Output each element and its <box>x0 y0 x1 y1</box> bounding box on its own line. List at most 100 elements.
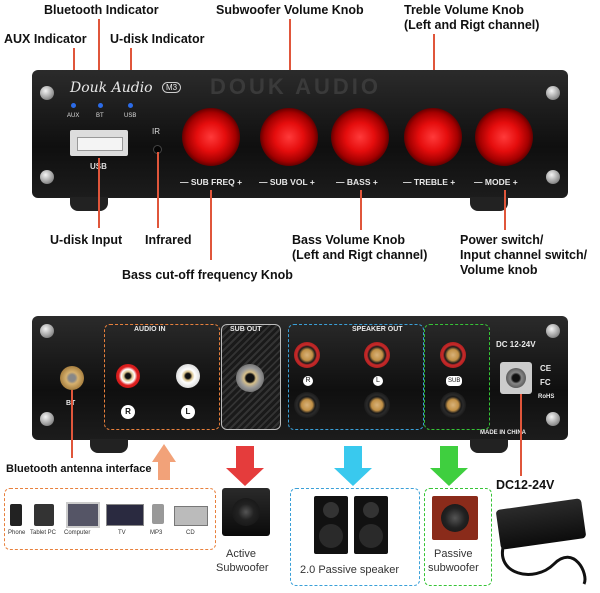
mp3-icon <box>152 504 164 524</box>
rca-input-left[interactable] <box>176 364 200 388</box>
led-label-bt: BT <box>96 113 104 119</box>
bass-volume-knob-label: Bass Volume Knob <box>292 233 405 247</box>
active-subwoofer-label-1: Active <box>226 548 256 560</box>
speaker-post-r-positive[interactable] <box>294 342 320 368</box>
audio-in-box <box>104 324 220 430</box>
passive-subwoofer-image <box>432 496 478 540</box>
passive-subwoofer-label-2: subwoofer <box>428 562 479 574</box>
source-computer-label: Computer <box>64 530 91 536</box>
leader-line <box>289 19 291 114</box>
ir-label: IR <box>152 127 160 136</box>
source-tablet-label: Tablet PC <box>30 530 57 536</box>
tv-icon <box>106 504 144 526</box>
sub-out-jack[interactable] <box>236 364 264 392</box>
speaker-out-box <box>288 324 424 430</box>
speaker-post-sub-negative[interactable] <box>440 392 466 418</box>
leader-line <box>71 390 73 458</box>
usb-port[interactable] <box>70 130 128 156</box>
knob-label-bass: — BASS + <box>336 177 378 187</box>
screw-icon <box>546 170 560 184</box>
down-arrow-icon <box>334 446 372 486</box>
down-arrow-icon <box>430 446 468 486</box>
treble-knob[interactable] <box>404 108 462 166</box>
sources-box <box>4 488 216 550</box>
sub-vol-knob[interactable] <box>260 108 318 166</box>
passive-speaker-box <box>290 488 420 586</box>
dc-power-jack[interactable] <box>500 362 532 394</box>
passive-subwoofer-label-1: Passive <box>434 548 473 560</box>
power-switch-label-3: Volume knob <box>460 263 538 277</box>
fcc-mark: FC <box>540 378 551 387</box>
ce-mark: CE <box>540 364 552 373</box>
power-cable-icon <box>500 543 587 585</box>
bt-antenna-label: Bluetooth antenna interface <box>6 463 152 475</box>
screw-icon <box>40 324 54 338</box>
udisk-input-label: U-disk Input <box>50 233 123 247</box>
dc-symbol-label: DC 12-24V <box>496 340 536 349</box>
screw-icon <box>40 86 54 100</box>
screw-icon <box>546 412 560 426</box>
leader-line <box>210 190 212 260</box>
bt-connector-label: BT <box>66 400 75 407</box>
phone-icon <box>10 504 22 526</box>
speaker-post-l-negative[interactable] <box>364 392 390 418</box>
aux-led-icon <box>71 103 76 108</box>
knob-label-treble: — TREBLE + <box>403 177 456 187</box>
audio-in-label: AUDIO IN <box>134 326 166 333</box>
passive-speaker-left-image <box>314 496 348 554</box>
usb-led-icon <box>128 103 133 108</box>
udisk-indicator-label: U-disk Indicator <box>110 32 205 46</box>
speaker-post-l-positive[interactable] <box>364 342 390 368</box>
sub-speaker-out-box <box>424 324 490 430</box>
made-in-label: MADE IN CHINA <box>480 430 526 436</box>
led-label-aux: AUX <box>67 113 80 119</box>
leader-line <box>360 190 362 230</box>
bluetooth-indicator-label: Bluetooth Indicator <box>44 3 159 17</box>
dc-label: DC12-24V <box>496 478 555 492</box>
source-tv-label: TV <box>118 530 126 536</box>
knob-label-sub-vol: — SUB VOL + <box>259 177 315 187</box>
screw-icon <box>40 412 54 426</box>
bt-led-icon <box>98 103 103 108</box>
infrared-label: Infrared <box>145 233 192 247</box>
cd-player-icon <box>174 506 208 526</box>
led-label-usb: USB <box>124 113 137 119</box>
leader-line <box>98 158 100 228</box>
screw-icon <box>40 170 54 184</box>
speaker-out-label: SPEAKER OUT <box>352 326 403 333</box>
bass-cutoff-knob-label: Bass cut-off frequency Knob <box>122 268 293 282</box>
down-arrow-icon <box>226 446 264 486</box>
passive-speaker-label: 2.0 Passive speaker <box>300 564 400 576</box>
tablet-icon <box>34 504 54 526</box>
passive-subwoofer-box <box>424 488 492 586</box>
bt-antenna-connector[interactable] <box>60 366 84 390</box>
source-cd-label: CD <box>186 530 195 536</box>
speaker-post-sub-positive[interactable] <box>440 342 466 368</box>
computer-icon <box>66 502 100 528</box>
leader-line <box>504 190 506 230</box>
subwoofer-volume-knob-label: Subwoofer Volume Knob <box>216 3 364 17</box>
knob-label-mode: — MODE + <box>474 177 518 187</box>
speaker-post-r-negative[interactable] <box>294 392 320 418</box>
power-switch-label-2: Input channel switch/ <box>460 248 588 262</box>
mode-knob[interactable] <box>475 108 533 166</box>
screw-icon <box>546 86 560 100</box>
up-arrow-icon <box>152 444 176 480</box>
watermark: DOUK AUDIO <box>210 74 381 99</box>
treble-volume-knob-sublabel: (Left and Rigt channel) <box>404 18 540 32</box>
sub-freq-knob[interactable] <box>182 108 240 166</box>
screw-icon <box>546 324 560 338</box>
knob-label-sub-freq: — SUB FREQ + <box>180 177 243 187</box>
leader-line <box>157 152 159 228</box>
sub-out-label: SUB OUT <box>230 326 262 333</box>
brand-logo: Douk Audio <box>70 80 153 96</box>
treble-volume-knob-label: Treble Volume Knob <box>404 3 524 17</box>
foot <box>470 197 508 211</box>
rca-input-right[interactable] <box>116 364 140 388</box>
bass-volume-knob-sublabel: (Left and Rigt channel) <box>292 248 428 262</box>
active-subwoofer-image <box>222 488 270 536</box>
audio-in-l-label: L <box>181 405 195 419</box>
bass-knob[interactable] <box>331 108 389 166</box>
source-mp3-label: MP3 <box>150 530 163 536</box>
